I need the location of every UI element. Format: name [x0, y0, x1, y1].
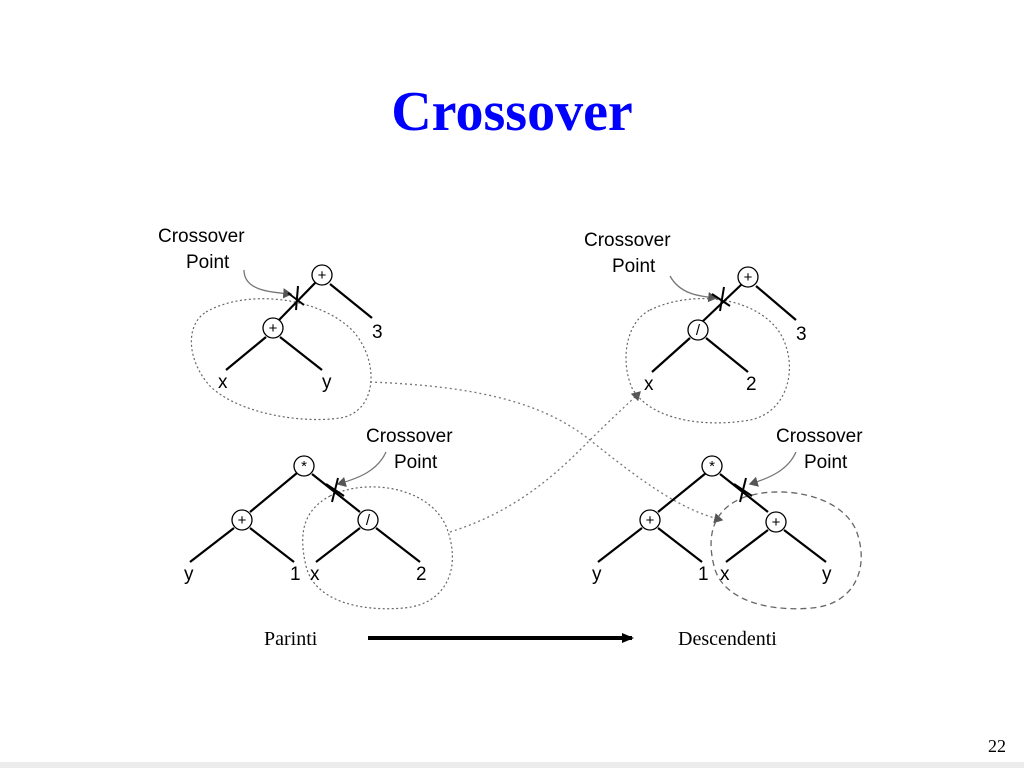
leaf-label: x	[310, 564, 320, 585]
tree-node	[765, 511, 787, 533]
tree-edge	[755, 285, 797, 321]
leaf-label: 3	[372, 322, 383, 343]
tree-edge	[279, 336, 323, 371]
crossover-label: Point	[394, 452, 438, 473]
leaf-label: 1	[290, 564, 301, 585]
parent2-tree: Crossover Point * + / y 1 x 2	[184, 426, 453, 610]
tree-node	[639, 509, 661, 531]
node-operator: /	[366, 512, 371, 529]
leaf-label: x	[218, 372, 228, 393]
crossover-label: Crossover	[584, 230, 671, 251]
leaf-label: 2	[416, 564, 427, 585]
crossover-label: Point	[804, 452, 848, 473]
tree-edge	[657, 472, 707, 513]
crossover-label: Crossover	[158, 226, 245, 247]
tree-edge	[705, 337, 749, 373]
crossover-mark	[719, 286, 725, 312]
leaf-label: x	[644, 374, 654, 395]
crossover-mark	[295, 285, 299, 311]
crossover-pointer	[243, 269, 293, 299]
leaf-label: x	[720, 564, 730, 585]
tree-edge	[249, 472, 298, 513]
tree-node	[687, 319, 709, 341]
leaf-label: 1	[698, 564, 709, 585]
tree-node	[293, 455, 315, 477]
crossover-pointer	[336, 451, 387, 487]
tree-node	[701, 455, 723, 477]
subtree-outline	[302, 486, 453, 610]
crossover-label: Point	[612, 256, 656, 277]
tree-node	[357, 509, 379, 531]
offspring-caption: Descendenti	[678, 628, 777, 650]
tree-node	[262, 317, 284, 339]
node-operator: +	[318, 267, 327, 284]
tree-node	[311, 264, 333, 286]
crossover-label: Point	[186, 252, 230, 273]
tree-edge	[315, 527, 361, 563]
crossover-label: Crossover	[776, 426, 863, 447]
leaf-label: y	[322, 372, 332, 393]
tree-edge	[719, 473, 769, 513]
leaf-label: y	[184, 564, 194, 585]
tree-edge	[311, 473, 361, 513]
tree-edge	[657, 527, 703, 563]
node-operator: *	[301, 458, 307, 475]
tree-edge	[189, 527, 235, 563]
node-operator: +	[744, 269, 753, 286]
node-operator: +	[269, 320, 278, 337]
tree-edge	[375, 527, 421, 563]
parent1-tree: Crossover Point + + x y 3	[158, 226, 383, 421]
leaf-label: 3	[796, 324, 807, 345]
leaf-label: y	[822, 564, 832, 585]
crossover-pointer	[748, 451, 797, 487]
slide-title: Crossover	[391, 81, 633, 143]
exchange-path	[369, 381, 724, 524]
exchange-path	[449, 391, 641, 533]
tree-node	[737, 266, 759, 288]
node-operator: +	[772, 514, 781, 531]
crossover-mark	[739, 477, 747, 503]
tree-edge	[329, 283, 373, 319]
crossover-label: Crossover	[366, 426, 453, 447]
crossover-mark	[331, 477, 339, 503]
leaf-label: y	[592, 564, 602, 585]
tree-node	[231, 509, 253, 531]
node-operator: /	[696, 322, 701, 339]
subtree-outline	[710, 491, 862, 610]
tree-edge	[225, 336, 267, 371]
tree-edge	[783, 529, 827, 563]
parents-caption: Parinti	[264, 628, 318, 650]
crossover-pointer	[669, 275, 718, 303]
slide-number: 22	[988, 736, 1006, 756]
bottom-bar	[0, 762, 1024, 768]
node-operator: *	[709, 458, 715, 475]
node-operator: +	[238, 512, 247, 529]
leaf-label: 2	[746, 374, 757, 395]
tree-edge	[249, 527, 295, 563]
child1-tree: Crossover Point + / x 2 3	[584, 230, 807, 424]
tree-edge	[597, 527, 643, 563]
tree-edge	[651, 337, 691, 373]
child2-tree: Crossover Point * + + y 1 x y	[592, 426, 863, 610]
subtree-outline	[625, 297, 791, 424]
tree-edge	[725, 529, 769, 563]
node-operator: +	[646, 512, 655, 529]
